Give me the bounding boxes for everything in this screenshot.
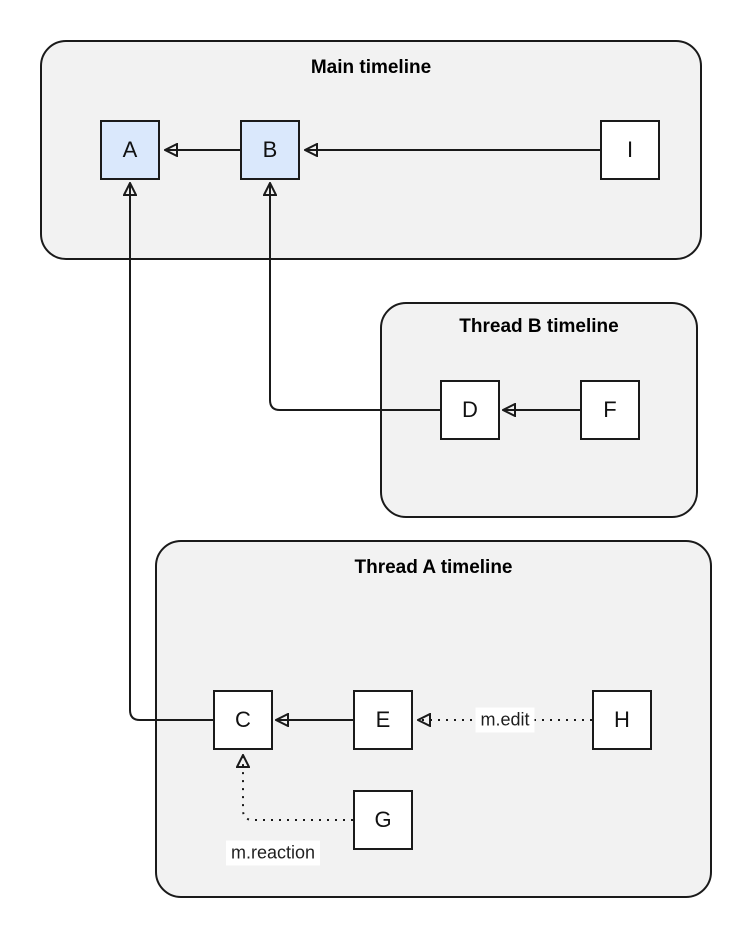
edge-label-m-edit: m.edit: [475, 707, 535, 733]
node-f: F: [580, 380, 640, 440]
edge-label-m-reaction: m.reaction: [225, 840, 321, 866]
node-c: C: [213, 690, 273, 750]
group-title-thread-b-timeline: Thread B timeline: [459, 316, 619, 337]
node-f-label: F: [603, 397, 617, 422]
node-g-label: G: [374, 807, 392, 832]
node-g: G: [353, 790, 413, 850]
group-title-main-timeline: Main timeline: [310, 57, 432, 78]
group-title-thread-a-timeline: Thread A timeline: [354, 557, 513, 578]
node-c-label: C: [235, 707, 251, 732]
node-h: H: [592, 690, 652, 750]
node-d-label: D: [462, 397, 478, 422]
node-h-label: H: [614, 707, 630, 732]
node-b: B: [240, 120, 300, 180]
node-e-label: E: [375, 707, 391, 732]
node-i-label: I: [626, 137, 634, 162]
node-a-label: A: [122, 137, 138, 162]
node-i: I: [600, 120, 660, 180]
node-e: E: [353, 690, 413, 750]
node-d: D: [440, 380, 500, 440]
node-a: A: [100, 120, 160, 180]
node-b-label: B: [262, 137, 278, 162]
